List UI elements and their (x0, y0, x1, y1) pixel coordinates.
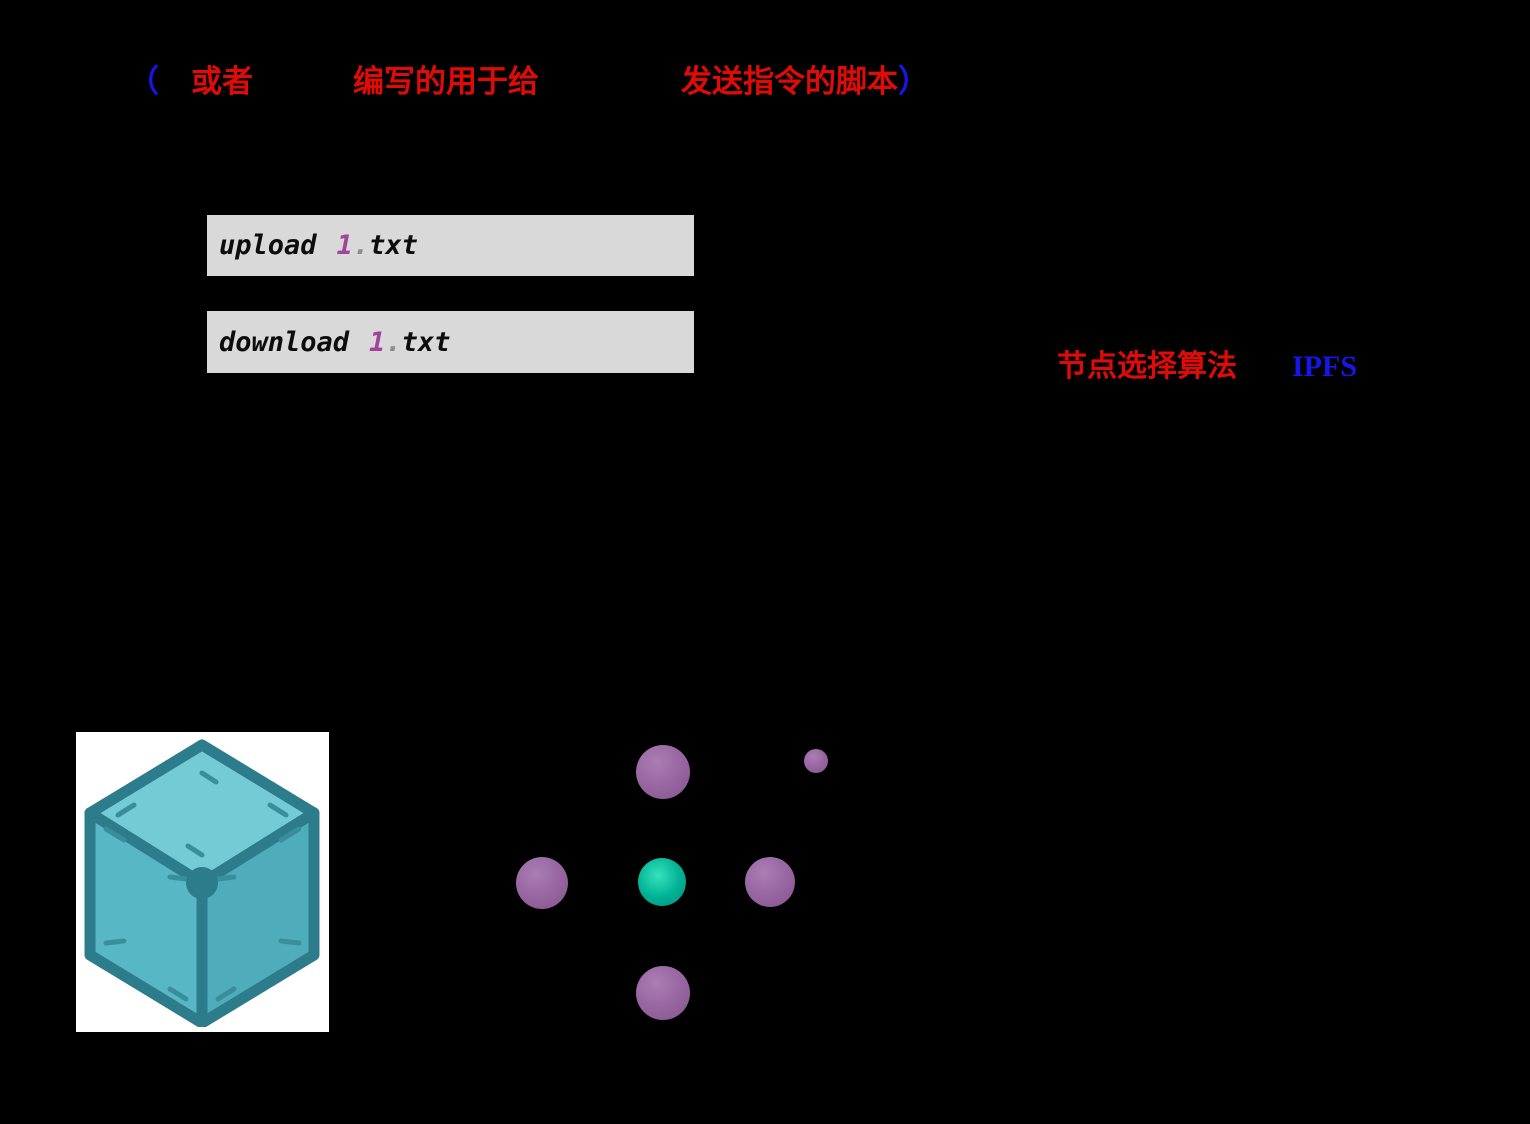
node-algorithm-label: 节点选择算法 (1057, 350, 1237, 383)
download-file-dot: . (385, 326, 402, 358)
download-command-box: download 1.txt (207, 311, 694, 373)
network-node-bottom (636, 966, 690, 1020)
network-node-center (638, 858, 686, 906)
side-label-row: 节点选择算法 IPFS (1057, 350, 1357, 384)
network-node-small (804, 749, 828, 773)
download-file-number: 1 (369, 326, 386, 358)
network-node-right (745, 857, 795, 907)
upload-file-ext: txt (369, 230, 418, 261)
download-command-text: download (219, 326, 350, 358)
caption-gap-2 (253, 84, 353, 85)
caption-gap-3 (539, 84, 681, 85)
caption-close-paren: ） (898, 64, 929, 99)
download-file-ext: txt (401, 326, 451, 358)
ipfs-label: IPFS (1292, 350, 1358, 383)
cube-panel (76, 732, 329, 1032)
caption-segment-2: 编写的用于给 (353, 64, 539, 99)
caption-line: （ 或者 编写的用于给 发送指令的脚本） (128, 64, 929, 100)
caption-open-paren: （ (128, 64, 159, 99)
network-node-top (636, 745, 690, 799)
side-label-gap (1237, 369, 1292, 370)
upload-command-text: upload (219, 230, 317, 261)
upload-file-dot: . (352, 230, 370, 261)
network-node-left (516, 857, 568, 909)
caption-segment-3: 发送指令的脚本 (681, 64, 898, 99)
upload-command-box: upload 1.txt (207, 215, 694, 276)
upload-file-number: 1 (336, 230, 353, 261)
caption-segment-1: 或者 (191, 64, 253, 99)
cube-icon (84, 739, 320, 1027)
caption-gap-1 (159, 84, 191, 85)
